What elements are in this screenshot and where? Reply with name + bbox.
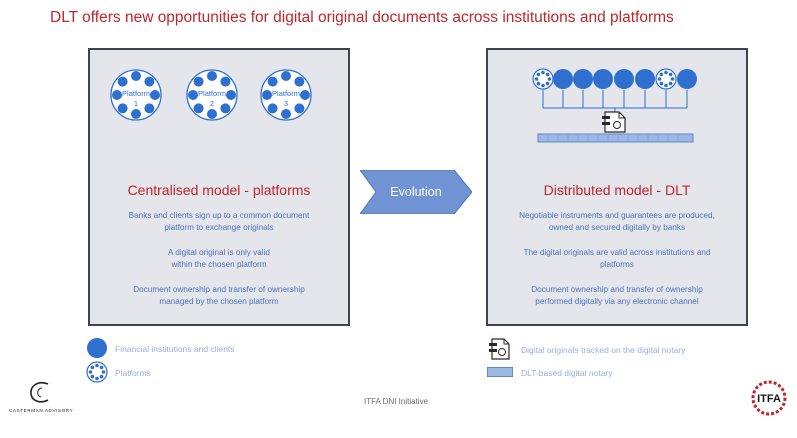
document-legend-icon <box>489 338 510 360</box>
dlt-notary-bar-ticks <box>547 134 679 142</box>
distributed-paragraph-2: The digital originals are valid across i… <box>523 248 711 269</box>
platforms-diagram: Platform 1 Platform 2 Platform 3 <box>110 69 312 121</box>
legend-institutions-label: Financial institutions and clients <box>115 344 235 354</box>
institution-node <box>553 69 573 89</box>
platform-node <box>532 68 554 90</box>
slide-title: DLT offers new opportunities for digital… <box>50 9 674 26</box>
centralised-model-panel: Platform 1 Platform 2 Platform 3 Central… <box>88 48 350 326</box>
casterman-logo-icon <box>30 381 49 403</box>
casterman-logo-text: CASTERMAN ADVISORY <box>9 408 74 413</box>
platform-2-circle: Platform 2 <box>186 69 238 121</box>
platform-legend-icon <box>86 361 108 383</box>
centralised-paragraph-3: Document ownership and transfer of owner… <box>133 285 305 306</box>
digital-original-document-icon <box>602 111 626 133</box>
dlt-notary-bar <box>537 133 694 143</box>
institution-node <box>573 69 593 89</box>
centralised-paragraph-1: Banks and clients sign up to a common do… <box>128 211 310 232</box>
centralised-paragraph-2: A digital original is only valid within … <box>168 248 270 269</box>
itfa-logo-icon: ITFA <box>751 380 787 416</box>
institution-legend-icon <box>87 338 107 358</box>
legend-originals-label: Digital originals tracked on the digital… <box>521 345 686 355</box>
distributed-paragraph-1: Negotiable instruments and guarantees ar… <box>519 211 715 232</box>
distributed-heading: Distributed model - DLT <box>543 182 691 198</box>
platform-1-circle: Platform 1 <box>110 69 162 121</box>
distributed-model-panel: Distributed model - DLT Negotiable instr… <box>486 48 748 326</box>
legend-platforms-label: Platforms <box>115 368 151 378</box>
platform-2-name: Platform <box>198 89 226 98</box>
platform-1-number: 1 <box>134 99 138 108</box>
platform-node <box>655 68 677 90</box>
footer-text: ITFA DNI Initiative <box>364 397 429 406</box>
platform-1-name: Platform <box>122 89 150 98</box>
institution-node <box>593 69 613 89</box>
platform-2-number: 2 <box>210 99 214 108</box>
platform-3-number: 3 <box>284 99 288 108</box>
distributed-paragraph-3: Document ownership and transfer of owner… <box>531 285 703 306</box>
legend-notary-label: DLT-based digital notary <box>521 368 613 378</box>
institution-node <box>635 69 655 89</box>
notary-legend-icon <box>487 367 513 377</box>
institution-node <box>677 69 697 89</box>
itfa-logo-text: ITFA <box>757 393 781 405</box>
institution-node <box>614 69 634 89</box>
evolution-arrow <box>360 170 472 214</box>
centralised-heading: Centralised model - platforms <box>127 182 311 198</box>
dlt-network-diagram <box>532 68 697 143</box>
platform-3-name: Platform <box>272 89 300 98</box>
evolution-label: Evolution <box>390 185 442 199</box>
platform-3-circle: Platform 3 <box>260 69 312 121</box>
node-connectors <box>542 90 688 120</box>
